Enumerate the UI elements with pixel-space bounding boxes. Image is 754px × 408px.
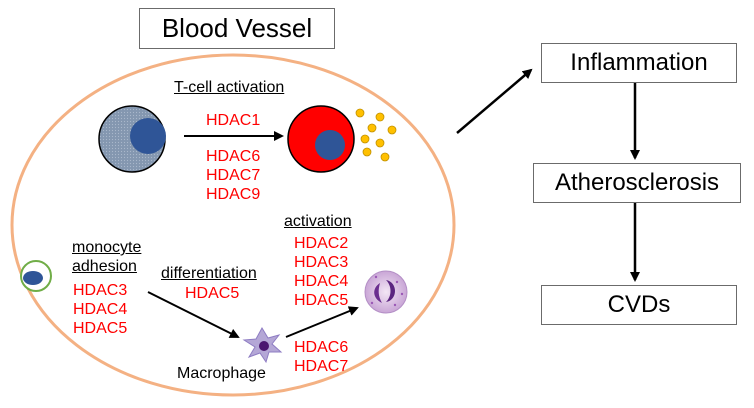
- hdac-label: HDAC5: [73, 320, 128, 337]
- hdac-label: HDAC9: [206, 186, 261, 203]
- differentiation-label: differentiation: [161, 265, 257, 282]
- inflammation-box: Inflammation: [541, 43, 737, 83]
- macrophage-cell: [242, 326, 283, 364]
- cytokine-dots: [355, 108, 397, 162]
- cvds-label: CVDs: [607, 291, 671, 318]
- atherosclerosis-label: Atherosclerosis: [554, 169, 720, 196]
- tcell-bottom-hdac-list: HDAC6 HDAC7 HDAC9: [206, 147, 260, 204]
- hdac-label: HDAC5: [294, 292, 349, 309]
- hdac-label: HDAC6: [294, 339, 349, 356]
- hdac-label: HDAC7: [206, 167, 261, 184]
- blood-vessel-title-box: Blood Vessel: [139, 8, 335, 49]
- activation-label: activation: [284, 213, 352, 230]
- hdac-label: HDAC7: [294, 358, 349, 375]
- differentiation-hdac: HDAC5: [185, 285, 240, 302]
- blood-vessel-title: Blood Vessel: [161, 13, 313, 43]
- activation-arrow: [285, 306, 359, 338]
- hdac-label: HDAC6: [206, 148, 261, 165]
- cvds-box: CVDs: [541, 285, 737, 325]
- atherosclerosis-box: Atherosclerosis: [533, 163, 741, 203]
- monocyte-label-line2: adhesion: [72, 258, 137, 275]
- monocyte-adhesion-label: monocyte adhesion: [72, 238, 141, 276]
- activated-t-cell: [287, 105, 355, 173]
- vessel-to-inflammation-arrow: [456, 68, 533, 134]
- activated-macrophage-cell: [364, 270, 408, 314]
- hdac-label: HDAC4: [294, 273, 349, 290]
- monocyte-cell: [20, 260, 52, 292]
- activation-hdac-upper-list: HDAC2 HDAC3 HDAC4 HDAC5: [294, 234, 348, 310]
- inflammation-label: Inflammation: [570, 49, 708, 76]
- tcell-top-hdac: HDAC1: [206, 112, 261, 129]
- hdac-label: HDAC2: [294, 235, 349, 252]
- resting-t-cell: [98, 105, 166, 173]
- hdac-label: HDAC3: [294, 254, 349, 271]
- differentiation-arrow: [147, 291, 240, 338]
- activation-hdac-lower-list: HDAC6 HDAC7: [294, 338, 348, 376]
- macrophage-label: Macrophage: [177, 365, 266, 382]
- tcell-activation-label: T-cell activation: [174, 79, 285, 96]
- blood-vessel-ellipse: [10, 53, 456, 397]
- monocyte-hdac-list: HDAC3 HDAC4 HDAC5: [73, 281, 127, 338]
- hdac-label: HDAC4: [73, 301, 128, 318]
- monocyte-label-line1: monocyte: [72, 239, 142, 256]
- hdac-label: HDAC3: [73, 282, 128, 299]
